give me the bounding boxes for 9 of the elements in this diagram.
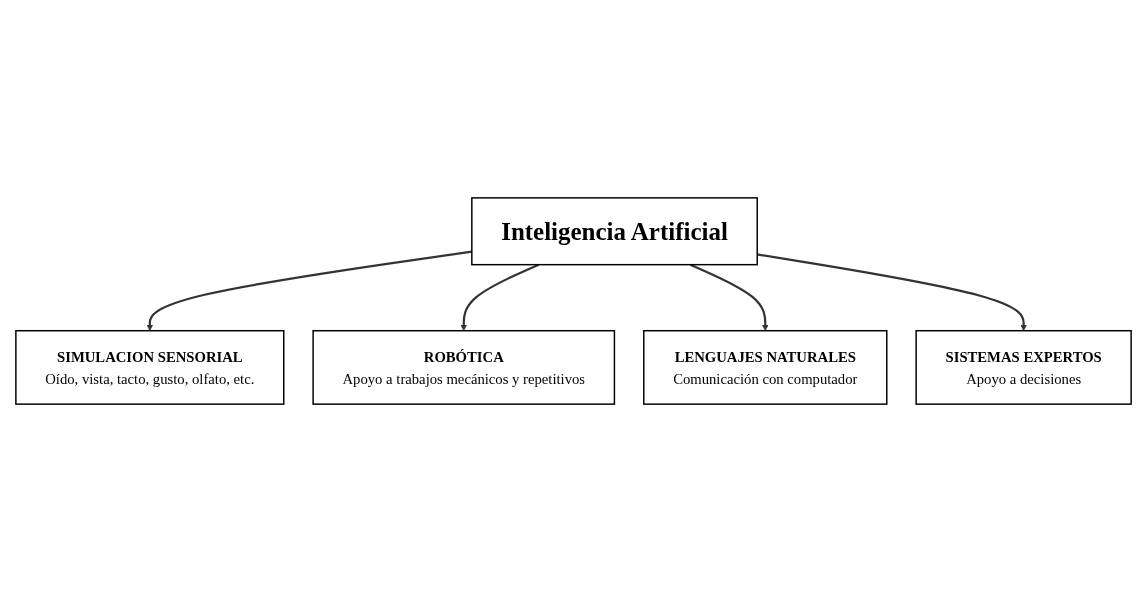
node-box: ROBÓTICA Apoyo a trabajos mecánicos y repetitivos — [312, 330, 616, 405]
node-box: Inteligencia Artificial — [471, 197, 758, 266]
node-box: SISTEMAS EXPERTOS Apoyo a decisiones — [915, 330, 1132, 405]
arrow — [460, 263, 540, 331]
arrow — [757, 253, 1027, 331]
node-box: LENGUAJES NATURALES Comunicación con computador — [643, 330, 888, 405]
node-box: SIMULACION SENSORIAL Oído, vista, tacto, gusto, olfato, etc. — [15, 330, 285, 405]
arrow — [689, 263, 769, 331]
arrow — [146, 250, 472, 331]
